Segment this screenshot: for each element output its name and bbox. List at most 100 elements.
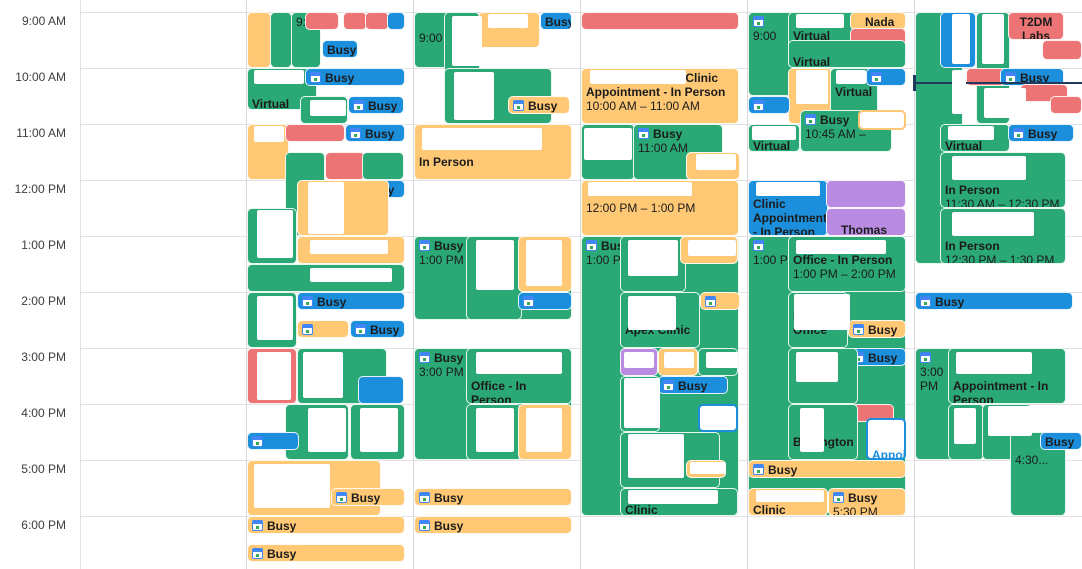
busy-event[interactable]: Busy bbox=[348, 96, 404, 114]
event-time: 3:00 PM bbox=[920, 365, 944, 393]
calendar-event[interactable] bbox=[1042, 40, 1082, 60]
calendar-event[interactable] bbox=[387, 12, 405, 30]
busy-event[interactable]: Busy bbox=[518, 292, 572, 310]
hour-line bbox=[80, 68, 1082, 69]
redaction bbox=[254, 464, 330, 508]
calendar-icon bbox=[920, 296, 931, 307]
calendar-event[interactable] bbox=[581, 12, 739, 30]
calendar-event[interactable] bbox=[247, 12, 271, 68]
busy-event[interactable]: Busy bbox=[414, 488, 572, 506]
busy-event[interactable]: Busy bbox=[1040, 432, 1082, 450]
redaction bbox=[488, 14, 528, 28]
busy-event[interactable]: Busy bbox=[414, 516, 572, 534]
calendar-event[interactable]: Nada bbox=[850, 12, 906, 30]
redaction bbox=[870, 422, 902, 444]
busy-event[interactable]: Busy bbox=[247, 544, 405, 562]
redaction bbox=[452, 16, 482, 66]
busy-event[interactable]: Busy bbox=[247, 516, 405, 534]
redaction bbox=[303, 352, 343, 398]
calendar-event[interactable] bbox=[826, 180, 906, 208]
busy-event[interactable]: Busy bbox=[866, 68, 906, 86]
busy-event[interactable]: Busy bbox=[247, 432, 299, 450]
event-title: Busy bbox=[1020, 71, 1050, 85]
event-title: Busy bbox=[351, 491, 381, 505]
redaction bbox=[664, 352, 694, 368]
busy-event[interactable]: Busy bbox=[848, 320, 906, 338]
calendar-event[interactable] bbox=[365, 12, 389, 30]
busy-event[interactable]: Busy bbox=[748, 460, 906, 478]
event-time: 10:00 AM – 11:00 AM bbox=[586, 99, 700, 113]
calendar-event[interactable] bbox=[285, 124, 345, 142]
calendar-event[interactable]: Thomas bbox=[826, 208, 906, 236]
redaction bbox=[706, 352, 738, 368]
event-title: Office - In Person bbox=[793, 253, 893, 267]
busy-event[interactable]: Busy bbox=[331, 488, 405, 506]
event-title: Busy bbox=[434, 491, 464, 505]
calendar-event[interactable] bbox=[325, 152, 365, 180]
event-title: Busy bbox=[365, 127, 395, 141]
calendar-event[interactable] bbox=[343, 12, 367, 30]
event-time: 10:45 AM – bbox=[805, 127, 866, 141]
busy-event[interactable]: Busy bbox=[1008, 124, 1074, 142]
calendar-icon bbox=[920, 352, 931, 363]
calendar-icon bbox=[753, 16, 764, 27]
redaction bbox=[796, 70, 828, 104]
redaction bbox=[628, 490, 718, 504]
time-label: 1:00 PM bbox=[21, 238, 66, 252]
calendar-icon bbox=[350, 128, 361, 139]
redaction bbox=[952, 14, 970, 64]
redaction bbox=[796, 14, 844, 28]
busy-event[interactable]: Busy bbox=[345, 124, 405, 142]
event-title: Thomas bbox=[841, 223, 888, 236]
redaction bbox=[956, 352, 1032, 374]
calendar-event[interactable]: Virtual bbox=[788, 40, 906, 68]
calendar-event[interactable]: T2DM Labs bbox=[1008, 12, 1064, 40]
event-title: Appointment - In Person bbox=[953, 379, 1049, 404]
calendar-icon bbox=[833, 492, 844, 503]
time-label: 11:00 AM bbox=[16, 126, 66, 140]
calendar-event[interactable] bbox=[362, 152, 404, 180]
calendar-event[interactable] bbox=[358, 376, 404, 404]
busy-event[interactable]: Busy bbox=[700, 292, 740, 310]
busy-event[interactable]: Busy bbox=[297, 320, 349, 338]
calendar-icon bbox=[419, 520, 430, 531]
redaction bbox=[310, 100, 346, 116]
event-title: Clinic bbox=[685, 71, 718, 85]
calendar-event[interactable] bbox=[270, 12, 292, 68]
event-time: 1:00 PM bbox=[753, 253, 798, 267]
busy-event[interactable]: Busy bbox=[297, 292, 405, 310]
redaction bbox=[756, 182, 820, 196]
calendar-event[interactable] bbox=[1050, 96, 1082, 114]
busy-event[interactable]: Busy bbox=[350, 320, 405, 338]
busy-event[interactable]: Busy bbox=[915, 292, 1073, 310]
redaction bbox=[476, 408, 514, 452]
redaction bbox=[454, 72, 494, 120]
event-title: Busy bbox=[370, 323, 400, 337]
calendar-icon bbox=[663, 380, 674, 391]
calendar-event[interactable] bbox=[698, 404, 738, 432]
event-time: 9:00 bbox=[419, 31, 443, 45]
calendar-event[interactable] bbox=[858, 110, 906, 130]
busy-event[interactable]: Busy bbox=[508, 96, 570, 114]
busy-event[interactable]: Busy bbox=[540, 12, 572, 30]
calendar-event[interactable] bbox=[305, 12, 339, 30]
busy-event[interactable]: Busy bbox=[305, 68, 405, 86]
time-label: 3:00 PM bbox=[21, 350, 66, 364]
redaction bbox=[836, 70, 866, 84]
event-title: Busy bbox=[935, 295, 965, 309]
busy-event[interactable]: Busy bbox=[748, 96, 790, 114]
event-title: Virtual bbox=[793, 29, 831, 43]
redaction bbox=[360, 408, 398, 452]
event-time: 12:30 PM – 1:30 PM bbox=[945, 253, 1055, 264]
event-title: Virtual bbox=[945, 139, 983, 152]
redaction bbox=[688, 240, 736, 256]
busy-event[interactable]: Busy bbox=[658, 376, 728, 394]
event-title: Busy bbox=[848, 491, 878, 505]
redaction bbox=[952, 70, 966, 114]
busy-event[interactable]: Busy bbox=[322, 40, 358, 58]
event-title: Virtual bbox=[753, 139, 791, 152]
redaction bbox=[982, 14, 1004, 64]
redaction bbox=[526, 408, 562, 452]
redaction bbox=[310, 268, 392, 282]
